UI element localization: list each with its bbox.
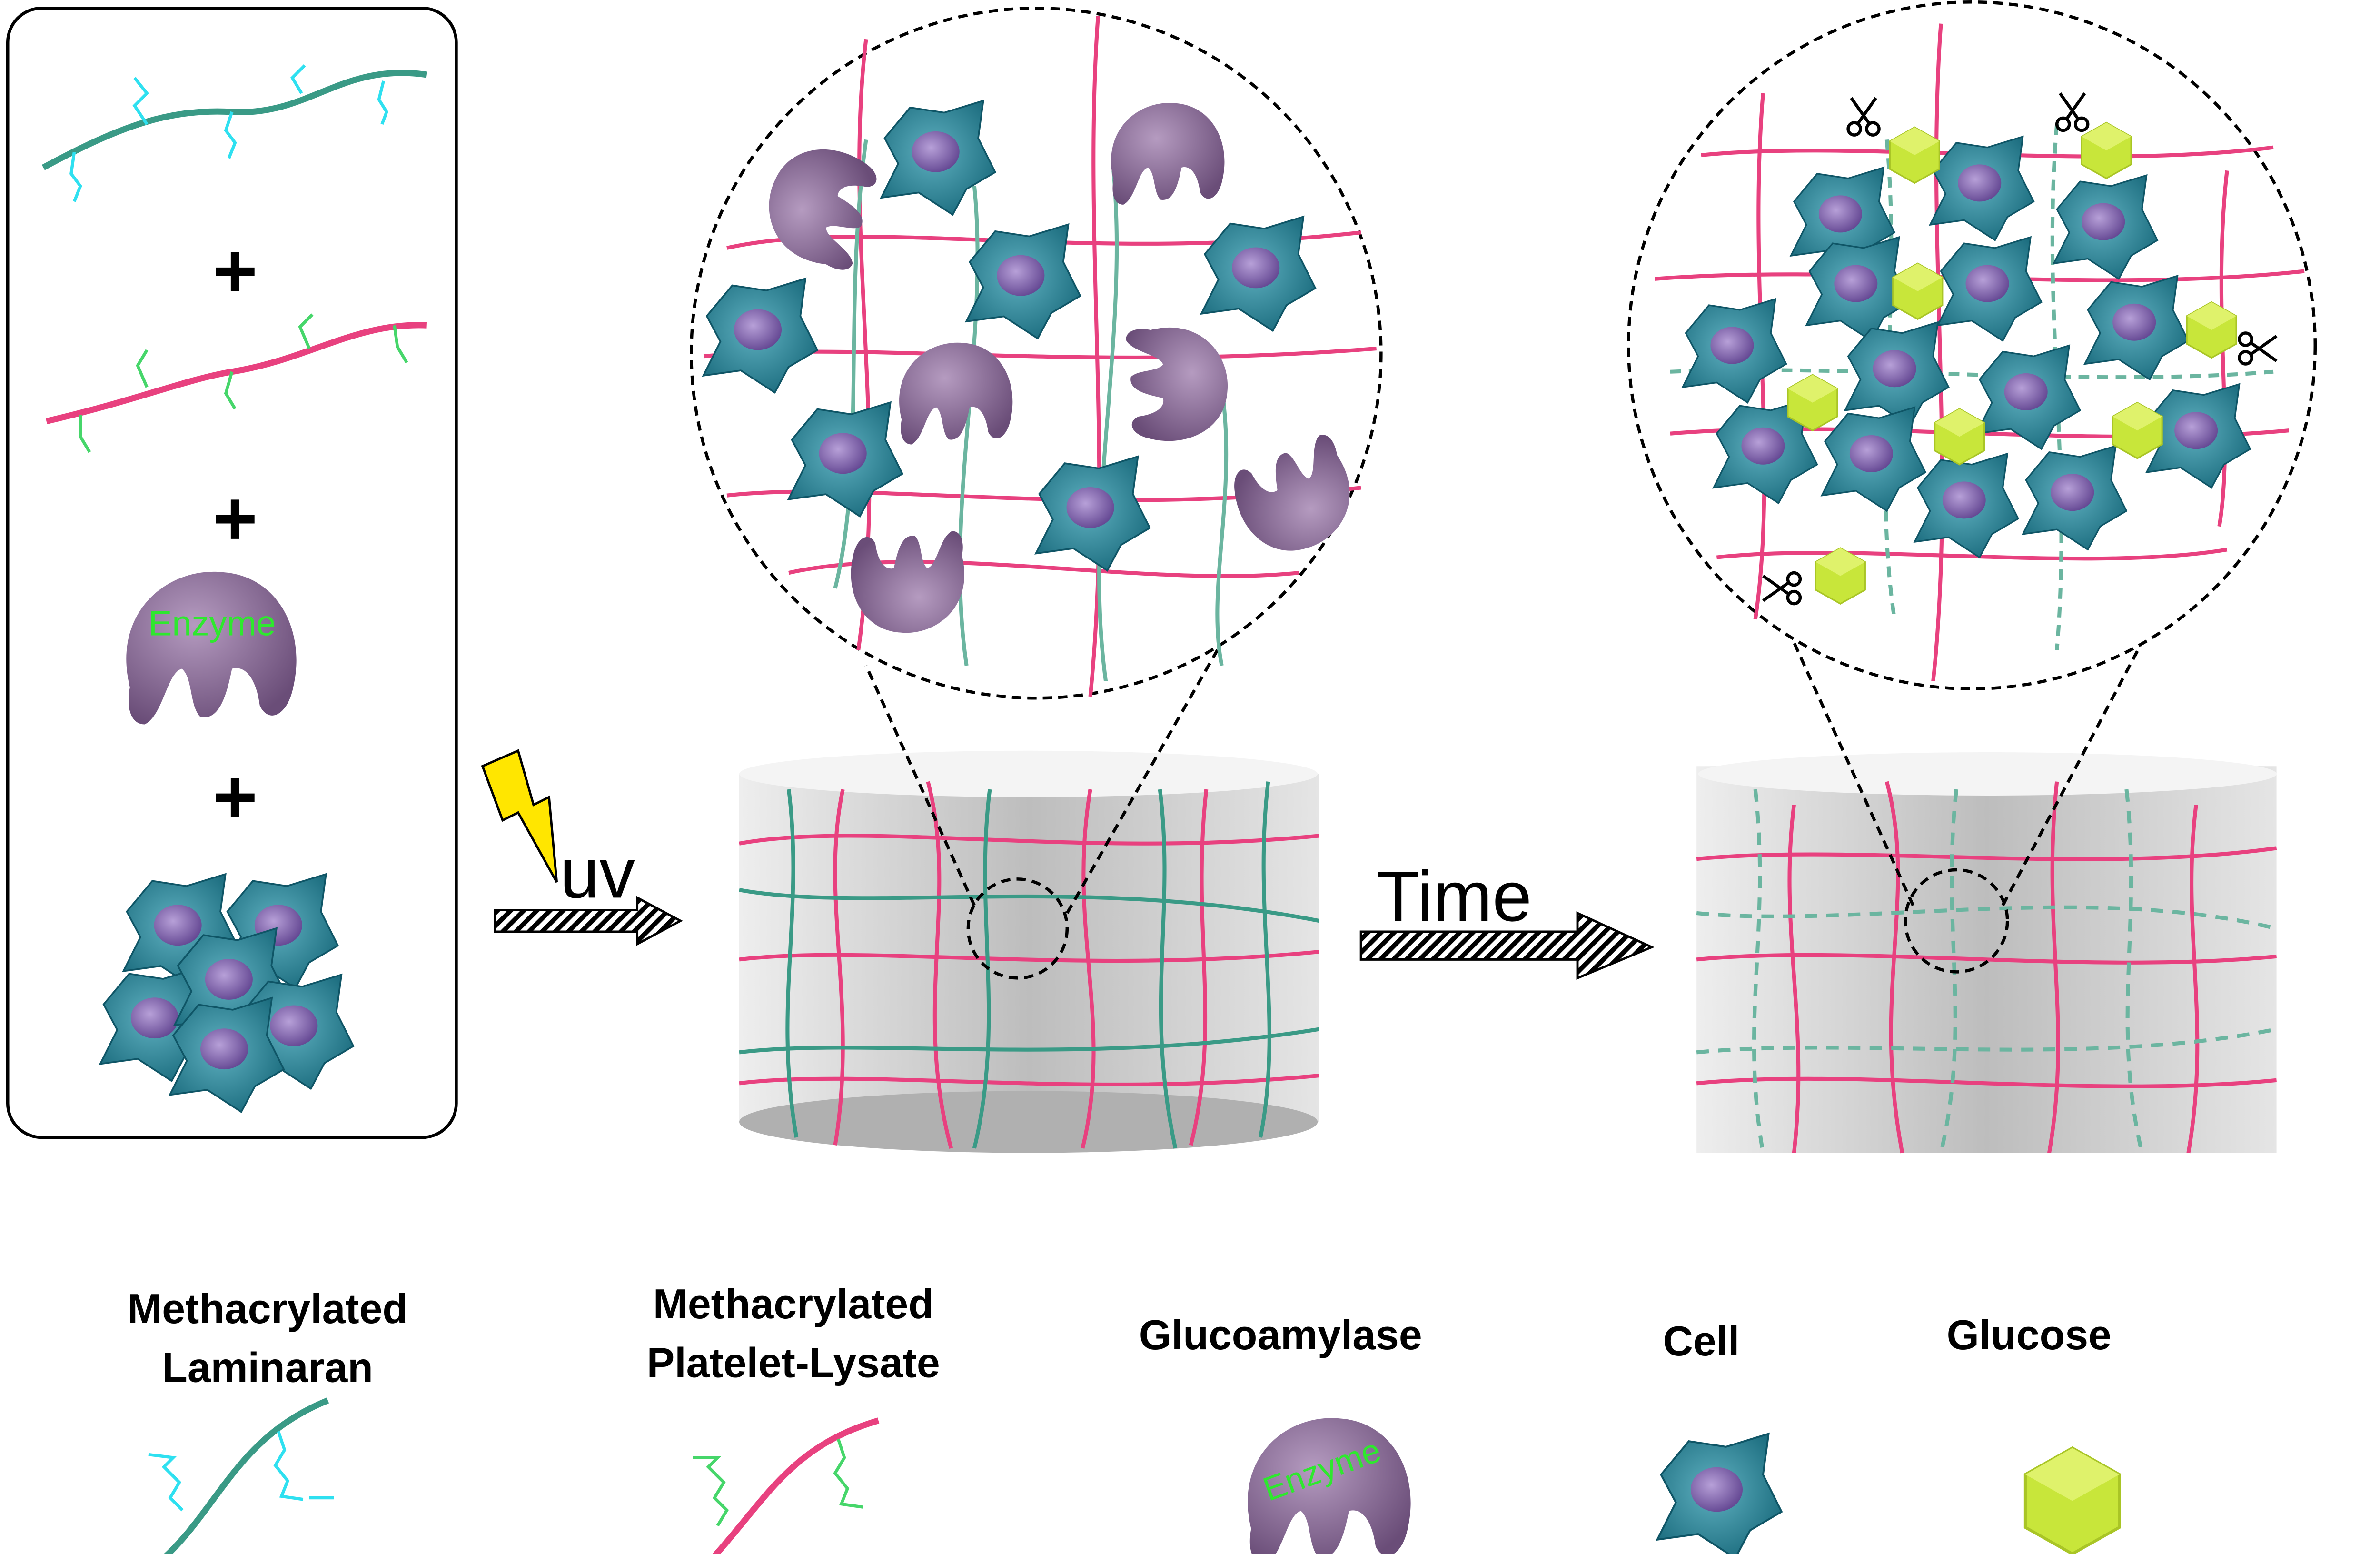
plus-sign: +: [212, 228, 258, 314]
svg-text:Methacrylated: Methacrylated: [127, 1285, 408, 1332]
legend-cell: Cell: [1656, 1318, 1783, 1554]
time-label: Time: [1377, 857, 1532, 936]
svg-text:Enzyme: Enzyme: [149, 603, 276, 643]
platelet-lysate-chain: [45, 313, 427, 453]
time-arrow: Time: [1359, 857, 1655, 980]
svg-text:Platelet-Lysate: Platelet-Lysate: [647, 1340, 940, 1386]
svg-text:Glucoamylase: Glucoamylase: [1139, 1312, 1422, 1358]
crosslinked-hydrogel: [739, 641, 1320, 1153]
svg-text:Laminaran: Laminaran: [162, 1344, 373, 1391]
legend-glucoamylase: Glucoamylase Enzyme: [1139, 1312, 1422, 1554]
glucose-icon: [2025, 1448, 2120, 1554]
legend-platelet-lysate: Methacrylated Platelet-Lysate: [647, 1281, 940, 1554]
components-panel: + + Enzyme +: [6, 6, 458, 1139]
lightning-icon: [481, 749, 558, 883]
degraded-hydrogel: [1696, 641, 2277, 1154]
legend-laminaran: Methacrylated Laminaran: [127, 1285, 408, 1554]
svg-text:Glucose: Glucose: [1947, 1312, 2112, 1358]
zoom-circle-initial: [690, 6, 1383, 700]
legend: Methacrylated Laminaran Methacrylated Pl…: [127, 1281, 2119, 1554]
enzyme-icon: Enzyme: [1248, 1418, 1411, 1554]
legend-glucose: Glucose: [1947, 1312, 2120, 1554]
svg-text:Cell: Cell: [1663, 1318, 1739, 1365]
enzyme-icon: Enzyme: [126, 571, 297, 725]
plus-sign: +: [212, 476, 258, 562]
svg-text:Methacrylated: Methacrylated: [653, 1281, 934, 1327]
plus-sign: +: [212, 754, 258, 840]
laminaran-chain: [41, 64, 427, 202]
cell-icon: [1656, 1433, 1783, 1554]
uv-label: UV: [560, 833, 635, 913]
zoom-circle-degraded: [1626, 0, 2317, 691]
uv-arrow: UV: [481, 749, 683, 946]
